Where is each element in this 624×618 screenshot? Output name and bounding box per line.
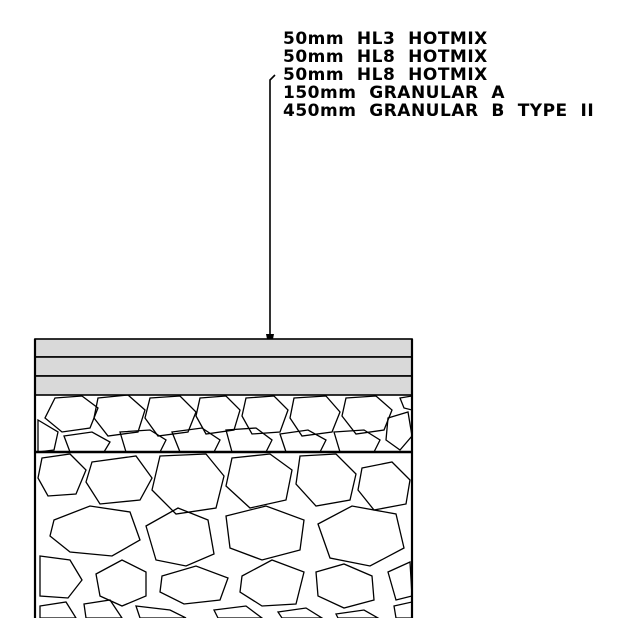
layer-hl3-hotmix bbox=[34, 338, 413, 358]
asphalt-layers bbox=[34, 338, 413, 396]
leader-arrow bbox=[266, 74, 276, 354]
layer-hl8-hotmix-lower bbox=[34, 375, 413, 396]
layer-granular-b bbox=[37, 453, 412, 618]
layer-hl8-hotmix-upper bbox=[34, 356, 413, 377]
layer-granular-a bbox=[35, 395, 412, 454]
label-hl8-hotmix-lower: 50mm HL8 HOTMIX bbox=[283, 65, 488, 85]
label-granular-a: 150mm GRANULAR A bbox=[283, 83, 505, 103]
label-hl3-hotmix: 50mm HL3 HOTMIX bbox=[283, 29, 488, 49]
leader-line bbox=[269, 74, 276, 338]
layer-callout-labels: 50mm HL3 HOTMIX 50mm HL8 HOTMIX 50mm HL8… bbox=[283, 29, 594, 121]
label-granular-b: 450mm GRANULAR B TYPE II bbox=[283, 101, 594, 121]
section-outline bbox=[33, 339, 414, 618]
label-hl8-hotmix-upper: 50mm HL8 HOTMIX bbox=[283, 47, 488, 67]
